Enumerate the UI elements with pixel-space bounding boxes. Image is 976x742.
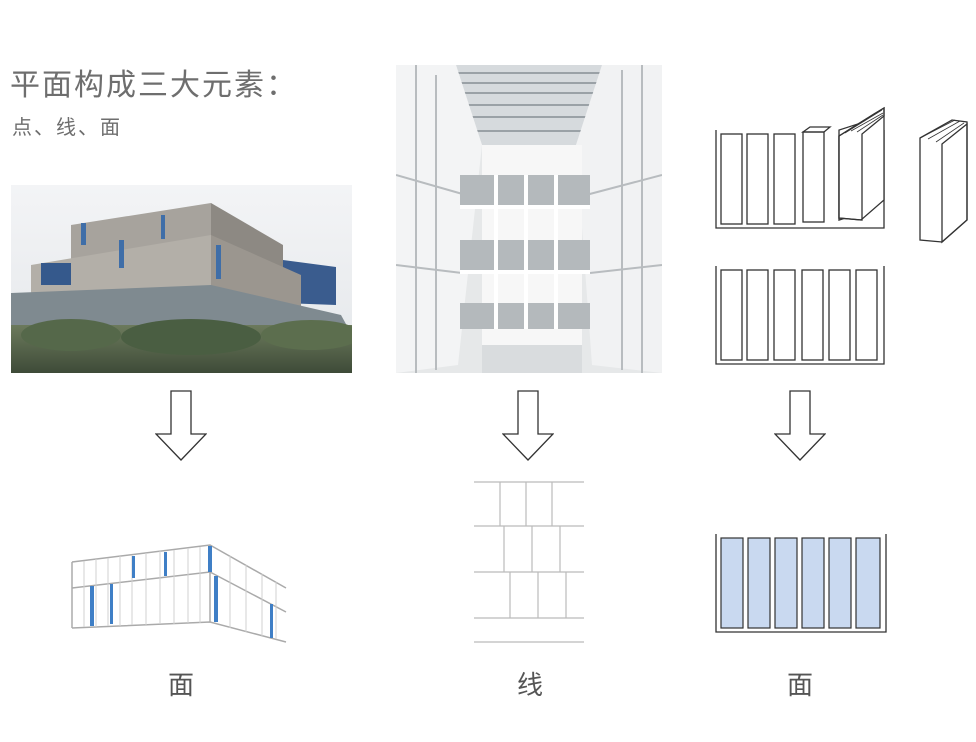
caption-surface-1: 面 (167, 671, 194, 701)
panel-assembly-sketch (710, 100, 976, 370)
facade-surface-drawing (70, 540, 290, 645)
diagram-title: 平面构成三大元素： (10, 68, 298, 103)
diagram-subtitle: 点、线、面 (12, 115, 122, 139)
caption-line: 线 (516, 671, 543, 701)
line-grid-drawing (474, 478, 584, 646)
down-arrow-icon (155, 390, 207, 462)
down-arrow-icon (502, 390, 554, 462)
down-arrow-icon (774, 390, 826, 462)
filled-panels-drawing (714, 532, 888, 636)
atrium-interior-photo (396, 65, 662, 373)
building-exterior-photo (11, 185, 352, 373)
caption-surface-2: 面 (786, 671, 813, 701)
